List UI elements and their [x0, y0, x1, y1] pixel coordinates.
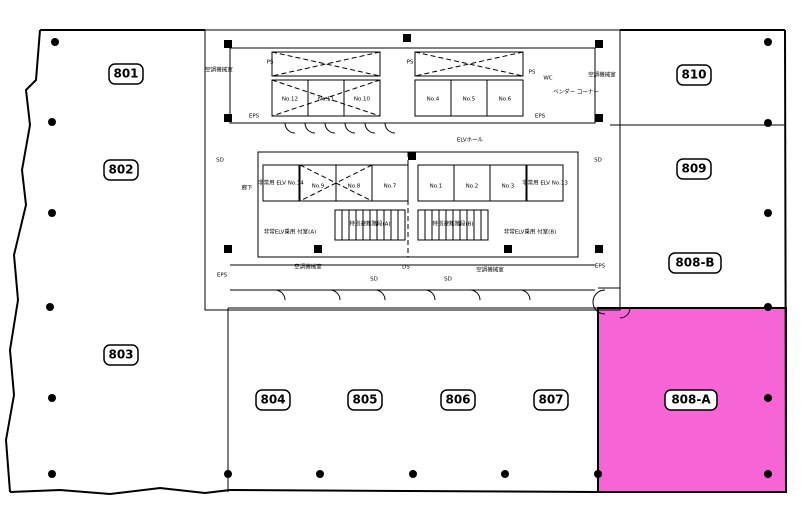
- room-labels: 801 802 803 804 805 806 807 808-A: [103, 63, 722, 411]
- elv-no3-label: No.3: [502, 184, 515, 190]
- elv-no5-label: No.5: [463, 97, 476, 103]
- elv-no6-label: No.6: [499, 97, 512, 103]
- outdoor-ac-a-label: 空調機械室: [294, 263, 322, 271]
- emergency-lobby-b-label: 非常ELV乗用 付室(B): [504, 228, 557, 236]
- eps-lower-left-label: EPS: [217, 273, 228, 279]
- building-outline: [4, 29, 787, 496]
- ps-left-label: PS: [267, 60, 274, 66]
- corridor-label: 廊下: [241, 184, 253, 192]
- room-805[interactable]: 805: [347, 389, 383, 411]
- core-area: No.12 No.11 No.10 No.4 No.5 No.6 No.9 No…: [204, 29, 631, 319]
- emergency-lobby-a-label: 非常ELV乗用 付室(A): [264, 228, 317, 236]
- room-808-b-label: 808-B: [675, 256, 714, 270]
- sd-right-label: SD: [594, 158, 602, 164]
- sd-bottom-right-label: SD: [444, 277, 452, 283]
- elv-no4-label: No.4: [427, 97, 440, 103]
- ac-room-left-label: 空調機械室: [205, 66, 233, 74]
- room-809[interactable]: 809: [676, 158, 712, 180]
- outdoor-ac-b-label: 空調機械室: [476, 266, 504, 274]
- room-801[interactable]: 801: [108, 63, 144, 85]
- room-808-a[interactable]: 808-A: [664, 389, 718, 411]
- vending-corner-label: ベンダー コーナー: [553, 88, 599, 96]
- room-802-label: 802: [108, 163, 133, 177]
- eps-lower-right-label: EPS: [595, 264, 606, 270]
- eps-upper-right-label: EPS: [535, 114, 546, 120]
- elv-no7-label: No.7: [384, 184, 397, 190]
- partitions: [227, 124, 786, 492]
- room-810[interactable]: 810: [676, 64, 712, 86]
- room-801-label: 801: [113, 67, 138, 81]
- room-804[interactable]: 804: [255, 389, 291, 411]
- room-810-label: 810: [681, 68, 706, 82]
- room-802[interactable]: 802: [103, 159, 139, 181]
- elv-no11-label: No.11: [318, 97, 334, 103]
- wc-label: WC: [543, 76, 552, 82]
- ps-right-label: PS: [529, 70, 536, 76]
- upper-elevators: No.12 No.11 No.10 No.4 No.5 No.6: [271, 51, 524, 117]
- room-808-a-label: 808-A: [671, 393, 711, 407]
- elv-no9-label: No.9: [312, 184, 325, 190]
- emergency-elv-no13-label: 非常用 ELV No.13: [522, 179, 568, 187]
- sd-left-label: SD: [216, 158, 224, 164]
- elv-no12-label: No.12: [282, 97, 298, 103]
- columns: [46, 34, 772, 478]
- stair-a-label: 特別避難階段(A): [349, 220, 390, 228]
- ac-room-right-label: 空調機械室: [588, 71, 616, 79]
- room-804-label: 804: [260, 393, 285, 407]
- elv-no8-label: No.8: [348, 184, 361, 190]
- room-809-label: 809: [681, 162, 706, 176]
- ps-label: PS: [407, 60, 414, 66]
- room-803[interactable]: 803: [103, 344, 139, 366]
- sd-bottom-left-label: SD: [370, 277, 378, 283]
- room-808-b[interactable]: 808-B: [668, 252, 722, 274]
- elv-no2-label: No.2: [466, 184, 479, 190]
- eps-upper-left-label: EPS: [249, 114, 260, 120]
- elv-no10-label: No.10: [354, 97, 371, 103]
- ds-label: DS: [402, 265, 410, 271]
- stairs: 特別避難階段(A) 特別避難階段(B): [334, 209, 489, 241]
- elv-no1-label: No.1: [430, 184, 443, 190]
- room-807-label: 807: [538, 393, 563, 407]
- room-806-label: 806: [445, 393, 470, 407]
- doors: [274, 122, 631, 319]
- stair-b-label: 特別避難階段(B): [432, 220, 473, 228]
- room-807[interactable]: 807: [533, 389, 569, 411]
- lower-elevators: No.9 No.8 No.7 No.1 No.2 No.3 非常用 ELV No…: [258, 152, 568, 257]
- room-805-label: 805: [352, 393, 377, 407]
- room-806[interactable]: 806: [440, 389, 476, 411]
- emergency-elv-no14-label: 非常用 ELV No.14: [258, 179, 304, 187]
- room-803-label: 803: [108, 348, 133, 362]
- elv-hall-label: ELVホール: [457, 137, 484, 144]
